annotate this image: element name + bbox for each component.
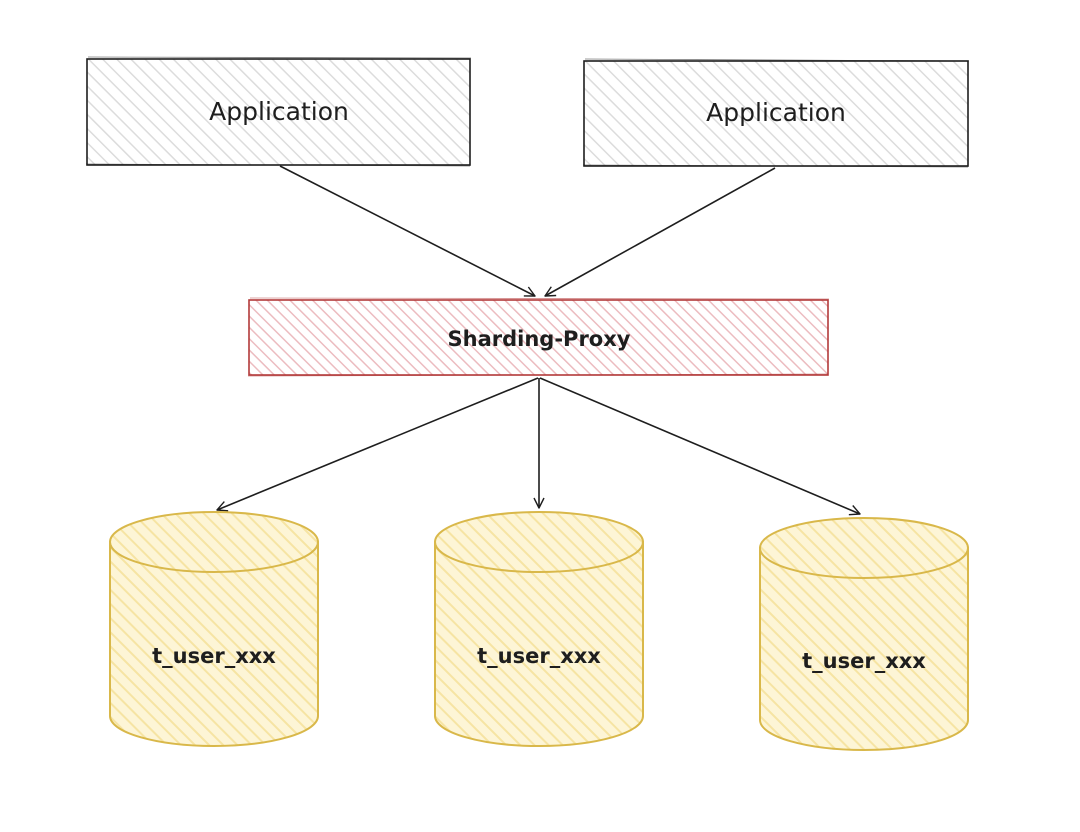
application-box: Application [85, 56, 472, 167]
application-label: Application [209, 97, 349, 126]
arrow-proxy-to-db1 [216, 377, 539, 512]
arrow-app2-to-proxy [544, 167, 776, 297]
application-label: Application [706, 98, 846, 127]
connectors [216, 165, 861, 516]
application-box: Application [582, 58, 970, 168]
database-label: t_user_xxx [802, 649, 926, 673]
database-label: t_user_xxx [152, 644, 276, 668]
sharding-proxy-box: Sharding-Proxy [247, 297, 830, 377]
database-label: t_user_xxx [477, 644, 601, 668]
sharding-proxy-label: Sharding-Proxy [448, 327, 631, 351]
database-cylinder: t_user_xxx [109, 511, 319, 747]
arrow-proxy-to-db3 [539, 377, 861, 516]
arrow-app1-to-proxy [279, 165, 536, 297]
database-cylinder: t_user_xxx [759, 517, 969, 751]
database-cylinder: t_user_xxx [434, 511, 644, 747]
